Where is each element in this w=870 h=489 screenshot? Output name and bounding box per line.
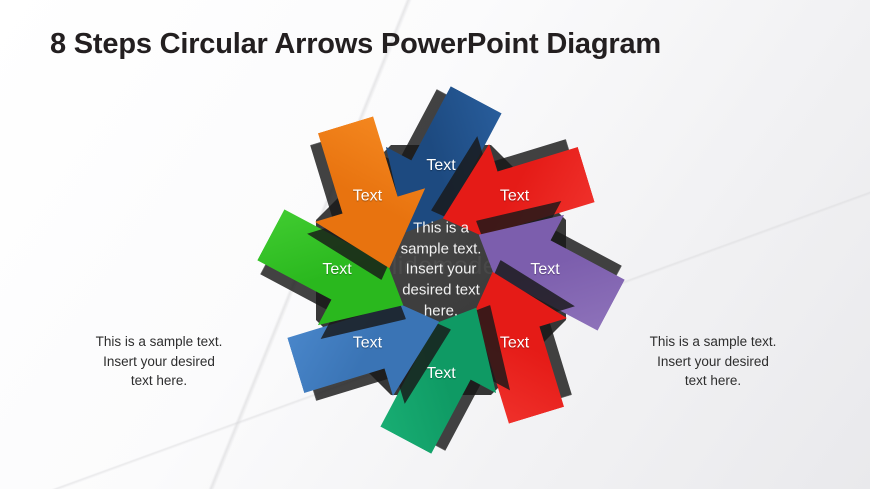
- caption-left: This is a sample text. Insert your desir…: [95, 334, 223, 389]
- caption-right: This is a sample text. Insert your desir…: [649, 334, 777, 389]
- page-title: 8 Steps Circular Arrows PowerPoint Diagr…: [50, 28, 661, 60]
- circular-arrows-diagram: slidemodel Text Text Text: [249, 78, 633, 462]
